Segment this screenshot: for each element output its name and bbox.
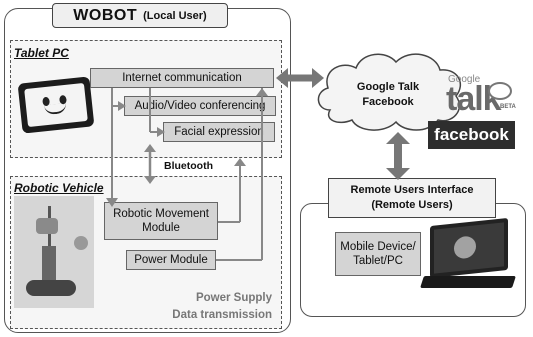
robot-base-icon bbox=[26, 280, 76, 296]
bluetooth-arrow-down bbox=[144, 176, 156, 184]
robotic-movement-module-box: Robotic Movement Module bbox=[104, 202, 218, 240]
power-module-box: Power Module bbox=[126, 250, 216, 270]
wobot-subtitle-text: (Local User) bbox=[143, 9, 207, 22]
mobile-device-line1: Mobile Device/ bbox=[340, 240, 416, 253]
bluetooth-arrow-up bbox=[144, 144, 156, 152]
robotic-movement-line1: Robotic Movement bbox=[113, 207, 209, 220]
tablet-pc-label: Tablet PC bbox=[14, 46, 69, 60]
facial-arrowhead bbox=[157, 127, 165, 137]
cloud-link-left-arrow bbox=[276, 68, 288, 88]
cloud-line2: Facebook bbox=[362, 96, 414, 109]
robot-body-icon bbox=[42, 246, 56, 280]
google-logo-text: Google bbox=[448, 74, 481, 85]
legend-data-transmission: Data transmission bbox=[172, 309, 272, 322]
remote-title-line2: (Remote Users) bbox=[371, 199, 453, 211]
talk-beta-label: BETA bbox=[500, 104, 516, 110]
legend-power-supply: Power Supply bbox=[195, 292, 272, 304]
remote-link-down-arrow bbox=[386, 168, 410, 180]
robot-photo bbox=[14, 196, 94, 308]
power-arrow-2 bbox=[256, 88, 268, 96]
audio-video-box: Audio/Video conferencing bbox=[124, 96, 276, 116]
facebook-logo: facebook bbox=[428, 121, 515, 149]
av-arrowhead bbox=[118, 101, 126, 111]
bluetooth-label: Bluetooth bbox=[164, 160, 213, 172]
robotic-movement-line2: Module bbox=[142, 222, 180, 234]
mobile-device-line2: Tablet/PC bbox=[353, 255, 403, 267]
robotic-vehicle-label: Robotic Vehicle bbox=[14, 181, 104, 195]
cloud-line1: Google Talk bbox=[356, 81, 420, 93]
robot-head-icon bbox=[36, 218, 58, 234]
internet-communication-box: Internet communication bbox=[90, 68, 274, 88]
remote-title-line1: Remote Users Interface bbox=[350, 184, 474, 197]
remote-users-title: Remote Users Interface (Remote Users) bbox=[328, 178, 496, 218]
bus-arrowhead bbox=[106, 198, 118, 207]
mobile-device-box: Mobile Device/ Tablet/PC bbox=[335, 232, 421, 276]
talk-bubble-icon bbox=[488, 82, 512, 100]
remote-link-up-arrow bbox=[386, 132, 410, 144]
wobot-title-text: WOBOT bbox=[73, 6, 138, 24]
wobot-title: WOBOT (Local User) bbox=[52, 3, 228, 28]
cloud-link-right-arrow bbox=[312, 68, 324, 88]
robot-arm-icon bbox=[74, 236, 88, 250]
cloud-services-text: Google Talk Facebook bbox=[348, 80, 428, 111]
cloud-shape bbox=[317, 53, 461, 131]
legend: Power Supply Data transmission bbox=[150, 290, 272, 325]
power-arrow-1 bbox=[234, 158, 246, 166]
